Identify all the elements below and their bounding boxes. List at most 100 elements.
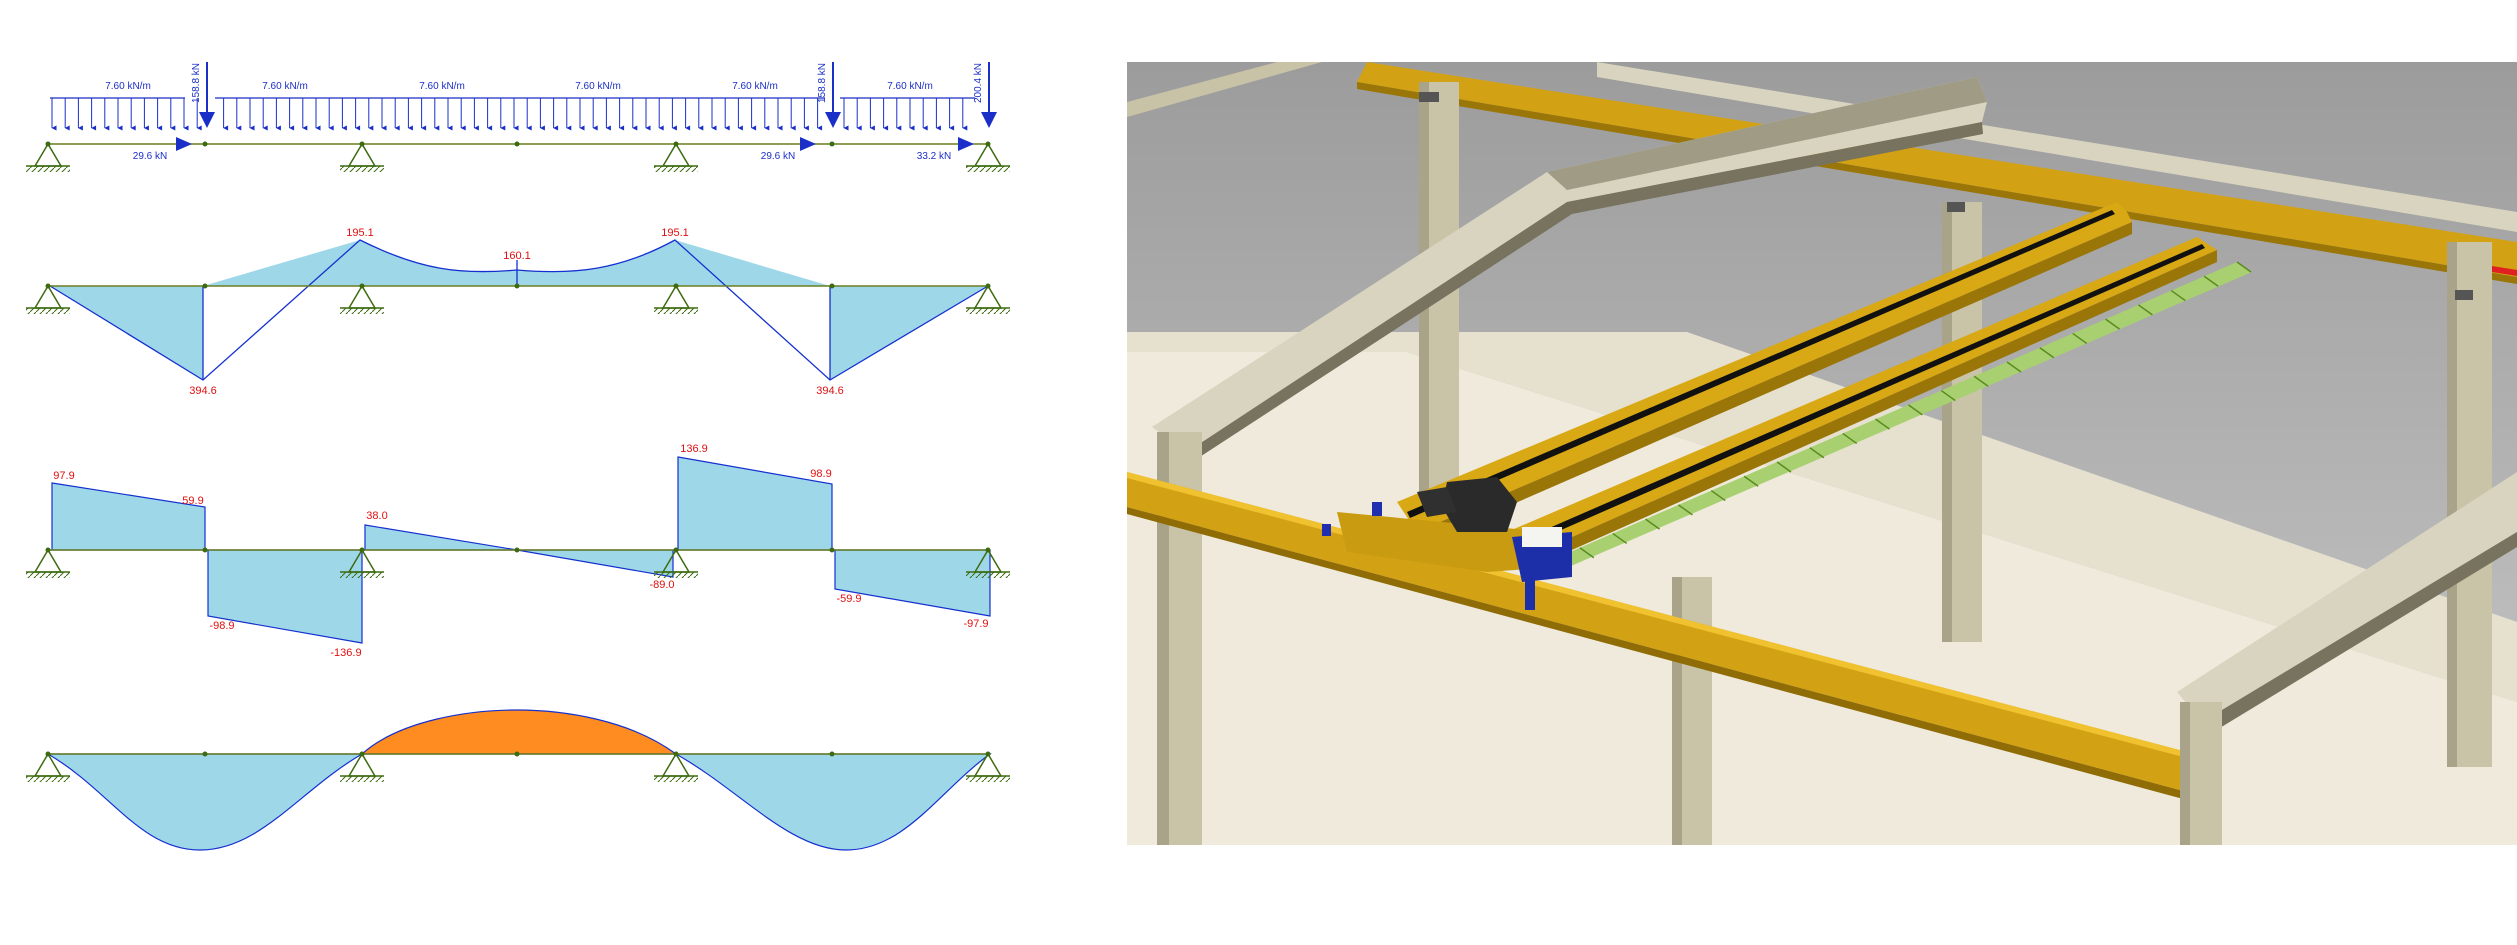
column-shade [2447, 242, 2457, 767]
node [45, 751, 51, 757]
support-hatch [26, 572, 70, 578]
walkway-rung [1743, 475, 1759, 487]
support-hatch [340, 776, 384, 782]
rail-clip [1947, 202, 1965, 212]
shear-area [516, 549, 674, 578]
roof-girder-underside [2202, 532, 2517, 737]
node [673, 547, 679, 553]
walkway-rung [1579, 547, 1595, 559]
walkway-rung [1776, 461, 1792, 473]
horizontal-load-label: 29.6 kN [133, 151, 167, 162]
walkway-rungs [1546, 261, 2252, 573]
crane-rail [1407, 210, 2115, 518]
node [985, 283, 991, 289]
node [359, 141, 365, 147]
shear-diagram: 97.9 59.9 38.0 136.9 98.9 -98.9 -136.9 -… [26, 443, 1010, 659]
walkway-rung [2006, 361, 2022, 373]
walkway-rung [2039, 347, 2055, 359]
shear-label: 59.9 [182, 495, 203, 507]
shear-label: 98.9 [810, 468, 831, 480]
deflection-area [673, 753, 992, 851]
moment-label: 195.1 [346, 227, 374, 239]
deflection-diagram [26, 709, 1010, 851]
distributed-load-arrows [51, 98, 968, 131]
walkway-rung [1710, 489, 1726, 502]
distributed-load-label: 7.60 kN/m [575, 81, 621, 92]
shear-area [834, 549, 991, 617]
rail-clip [2455, 290, 2473, 300]
node [829, 141, 835, 147]
pendant [1525, 580, 1535, 610]
node [359, 751, 365, 757]
pin-support [347, 284, 377, 309]
walkway-rung [2072, 332, 2088, 345]
node [985, 141, 991, 147]
node [45, 283, 51, 289]
shear-label: 136.9 [680, 443, 708, 455]
node [202, 141, 208, 147]
supports-row [26, 141, 1010, 172]
drive-unit [1372, 502, 1382, 516]
walkway-rung [1842, 432, 1858, 445]
back-runway-beam-shadow [1357, 82, 2517, 284]
moment-label: 394.6 [189, 385, 217, 397]
supports-row [26, 751, 1010, 782]
structural-diagrams-svg: 7.60 kN/m 7.60 kN/m 7.60 kN/m 7.60 kN/m … [26, 62, 1010, 851]
walkway-rung [1973, 375, 1989, 387]
supports-row [26, 547, 1010, 578]
node [985, 751, 991, 757]
distributed-load-label: 7.60 kN/m [262, 81, 308, 92]
point-load-arrow [199, 112, 215, 128]
walkway-rung [2137, 304, 2153, 316]
shear-label: -89.0 [649, 579, 674, 591]
shear-area [364, 524, 518, 551]
walkway-rung [1677, 504, 1693, 516]
walkway-rung [2170, 289, 2186, 302]
walkway-rung [2105, 318, 2121, 330]
crane-rail [1517, 244, 2205, 548]
structural-diagrams-panel: 7.60 kN/m 7.60 kN/m 7.60 kN/m 7.60 kN/m … [0, 0, 1100, 940]
node [202, 751, 208, 757]
support-hatch [26, 308, 70, 314]
walkway-rung [1875, 418, 1891, 430]
node [359, 547, 365, 553]
horizontal-load-label: 33.2 kN [917, 151, 951, 162]
support-hatch [340, 572, 384, 578]
pin-support [33, 142, 63, 167]
support-hatch [654, 308, 698, 314]
support-hatch [966, 166, 1010, 172]
node [359, 283, 365, 289]
point-load-label: 200.4 kN [973, 63, 984, 103]
walkway-rung [1645, 518, 1661, 530]
support-hatch [966, 308, 1010, 314]
node [829, 283, 835, 289]
walkway-rung [1907, 404, 1923, 416]
column-shade [2180, 702, 2190, 845]
support-hatch [654, 166, 698, 172]
point-load-arrow [981, 112, 997, 128]
node [514, 751, 520, 757]
distributed-load-label: 7.60 kN/m [105, 81, 151, 92]
walkway-rung [1940, 389, 1956, 402]
front-runway-beam-bottom [1127, 507, 2187, 800]
pin-support [661, 284, 691, 309]
walkway-rung [2236, 261, 2252, 273]
column-shade [1672, 577, 1682, 845]
end-carriage [1337, 512, 1557, 572]
moment-label: 160.1 [503, 250, 531, 262]
node [514, 283, 520, 289]
support-hatch [340, 166, 384, 172]
shear-label: -97.9 [963, 618, 988, 630]
load-diagram: 7.60 kN/m 7.60 kN/m 7.60 kN/m 7.60 kN/m … [26, 62, 1010, 172]
node [514, 547, 520, 553]
shear-label: 97.9 [53, 470, 74, 482]
deflection-area [45, 753, 365, 851]
drive-unit [1322, 524, 1331, 536]
support-hatch [26, 776, 70, 782]
moment-area [50, 240, 988, 380]
horizontal-load-label: 29.6 kN [761, 151, 795, 162]
horizontal-load-arrow [958, 137, 974, 151]
shear-label: 38.0 [366, 510, 387, 522]
crane-girder-side [1417, 222, 2132, 546]
back-concrete-beam-left [1127, 62, 1322, 117]
